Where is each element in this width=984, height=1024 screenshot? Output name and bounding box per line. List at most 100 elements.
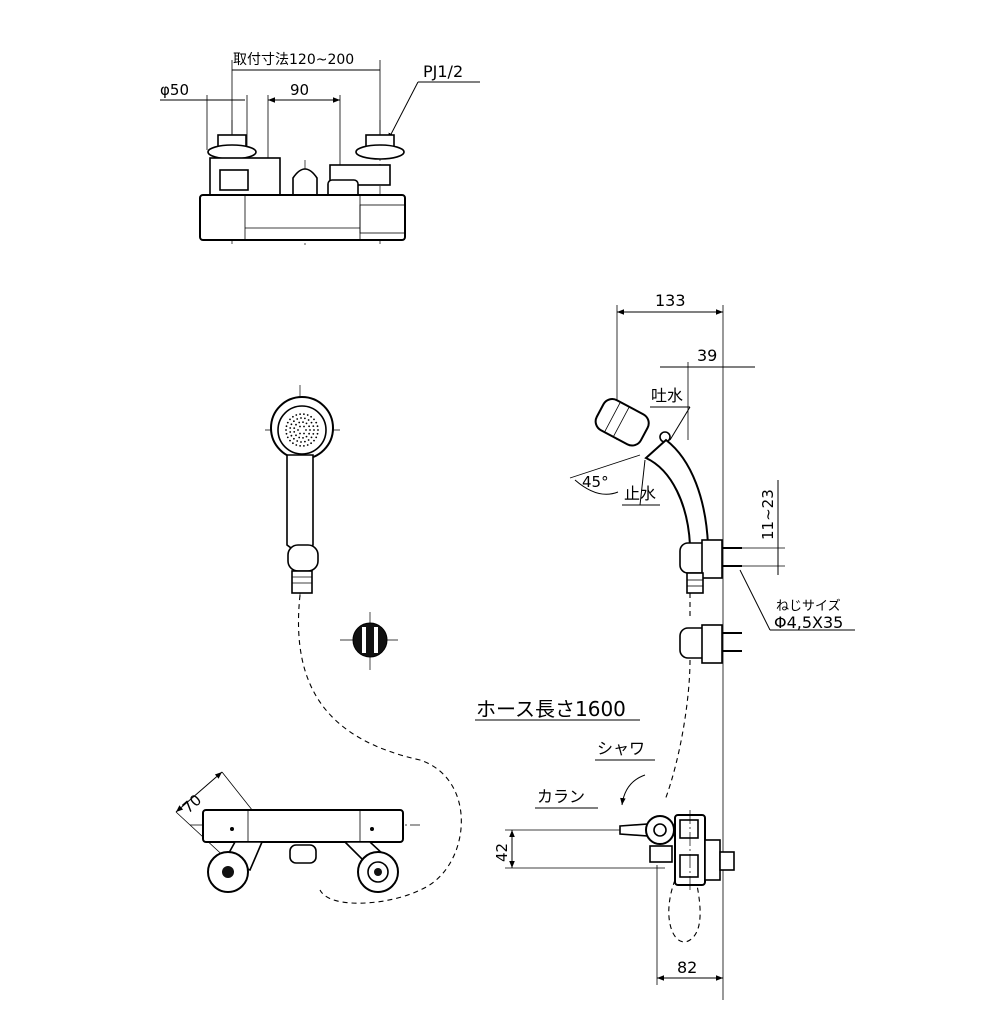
union-flange [207, 144, 257, 160]
side-body-panel [679, 854, 699, 878]
spray-hole [285, 425, 288, 428]
spray-hole [296, 440, 299, 442]
spray-hole [293, 420, 295, 423]
holder-bracket [701, 539, 723, 579]
knob-slot-inner [366, 627, 374, 653]
marker-dot [230, 827, 234, 831]
spray-hole [285, 429, 287, 431]
spray-hole [299, 432, 301, 435]
screw-label-2: Φ4,5X35 [774, 613, 843, 632]
head-line [612, 406, 630, 438]
side-view: 133 39 吐水 止水 45° [475, 291, 855, 1000]
hose-length-text: ホース長さ1600 [476, 697, 626, 721]
dim-dia-text: φ50 [160, 81, 189, 99]
spray-hole [298, 421, 301, 424]
dim-70-text: 70 [179, 791, 205, 817]
spray-hole [316, 432, 319, 435]
spray-hole [316, 425, 319, 428]
center-spout [292, 168, 318, 198]
center-spout [289, 844, 317, 864]
screw-label-1: ねじサイズ [776, 598, 841, 614]
spray-hole [303, 445, 305, 447]
left-handle-detail [219, 169, 249, 191]
spray-hole [290, 423, 293, 426]
spray-hole [295, 434, 297, 437]
spray-hole [309, 429, 311, 431]
spray-hole [310, 436, 313, 439]
handle-joint [287, 544, 319, 572]
spray-hole [304, 440, 306, 443]
spray-hole [308, 425, 310, 428]
leader-line [669, 406, 691, 441]
knob-detail [340, 612, 400, 670]
spray-hole [289, 427, 292, 429]
spray-hole [317, 429, 319, 431]
spray-hole [308, 432, 310, 435]
spray-hole [300, 441, 302, 443]
wall-fitting [704, 839, 721, 881]
body-panel [359, 204, 406, 234]
spray-hole [295, 414, 298, 416]
spray-hole [305, 429, 307, 431]
spray-hole [296, 418, 299, 420]
faucet-label: カラン [537, 787, 585, 806]
pipe-thread-text: PJ1/2 [423, 62, 463, 81]
spray-hole [312, 433, 315, 435]
spray-hole [289, 418, 291, 421]
spray-hole [299, 445, 301, 447]
head-line [604, 401, 621, 433]
spray-hole [286, 436, 289, 439]
spray-hole [307, 439, 310, 441]
spray-hole [305, 435, 308, 438]
spray-hole [302, 437, 304, 439]
left-union-hole [222, 866, 234, 878]
spray-hole [315, 421, 318, 424]
spray-hole [302, 421, 304, 423]
spray-hole [295, 444, 298, 446]
leader-line [387, 81, 419, 141]
knob-side-inner [653, 823, 667, 837]
spray-hole [303, 432, 305, 435]
spray-hole [299, 425, 301, 428]
outlet-label: 吐水 [651, 386, 683, 405]
spray-holes [285, 413, 319, 447]
hose-path [664, 659, 691, 801]
spray-hole [292, 442, 294, 445]
leader-line [739, 569, 771, 631]
shower-head-side [594, 398, 650, 447]
shower-outlet [649, 845, 673, 863]
angle-arc [574, 479, 619, 495]
shower-label: シャワ [597, 739, 645, 758]
spray-hole [303, 425, 305, 428]
hose-connector [291, 570, 313, 594]
dim-90-text: 90 [290, 81, 309, 99]
mixer-body [202, 809, 404, 843]
spray-hole [306, 414, 309, 416]
spray-hole [295, 423, 297, 426]
dim-11-23-text: 11~23 [759, 489, 777, 540]
spray-hole [293, 431, 296, 433]
spray-hole [297, 429, 299, 431]
shower-head-front [265, 385, 340, 600]
union-flange [355, 144, 405, 160]
spray-hole [293, 437, 295, 440]
dim-line-70 [175, 771, 223, 813]
dim-82-text: 82 [677, 958, 697, 977]
wall-nut [719, 851, 735, 871]
spray-hole [292, 415, 294, 418]
top-view: 取付寸法120~200 φ50 90 PJ1/2 [160, 52, 480, 245]
spray-hole [289, 439, 291, 442]
dim-133-text: 133 [655, 291, 686, 310]
spray-hole [304, 417, 306, 420]
spray-hole [300, 417, 302, 419]
spray-hole [290, 434, 293, 437]
spray-hole [310, 421, 313, 424]
marker-dot [370, 827, 374, 831]
spray-hole [299, 413, 301, 415]
side-body-panel [679, 819, 699, 839]
spray-hole [298, 436, 301, 439]
spray-hole [310, 415, 312, 418]
head-casing [594, 398, 650, 447]
spray-hole [293, 427, 296, 429]
dim-39-text: 39 [697, 346, 717, 365]
